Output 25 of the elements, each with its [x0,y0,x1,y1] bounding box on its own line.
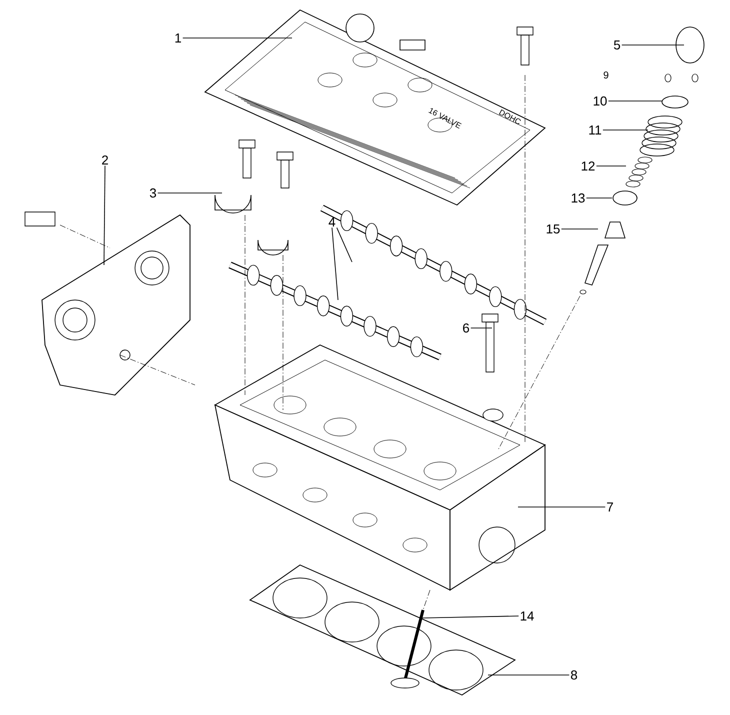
callout-number: 14 [520,612,534,620]
leader-line [608,100,662,102]
callout-number: 5 [614,40,620,50]
callout-number: 11 [589,126,602,134]
callout-number: 6 [463,323,470,333]
leader-line [104,165,106,266]
callout-number: 8 [570,670,578,680]
leader-line [518,506,606,508]
leader-line [621,44,684,46]
leader-line [561,228,598,230]
callout-number: 2 [102,155,108,165]
leader-line [488,674,570,676]
callout-number: 13 [572,193,585,203]
leader-line [336,227,352,262]
callout-number: 9 [604,71,608,79]
leader-line [157,192,222,194]
callout-number: 4 [328,218,336,226]
leader-line [422,616,519,618]
callout-number: 3 [150,188,156,198]
callout-number: 7 [607,502,613,512]
leader-line [332,227,338,300]
callout-number: 10 [594,96,607,106]
callout-number: 15 [546,224,560,234]
callout-number: 1 [175,34,181,42]
callout-number: 12 [582,161,595,171]
